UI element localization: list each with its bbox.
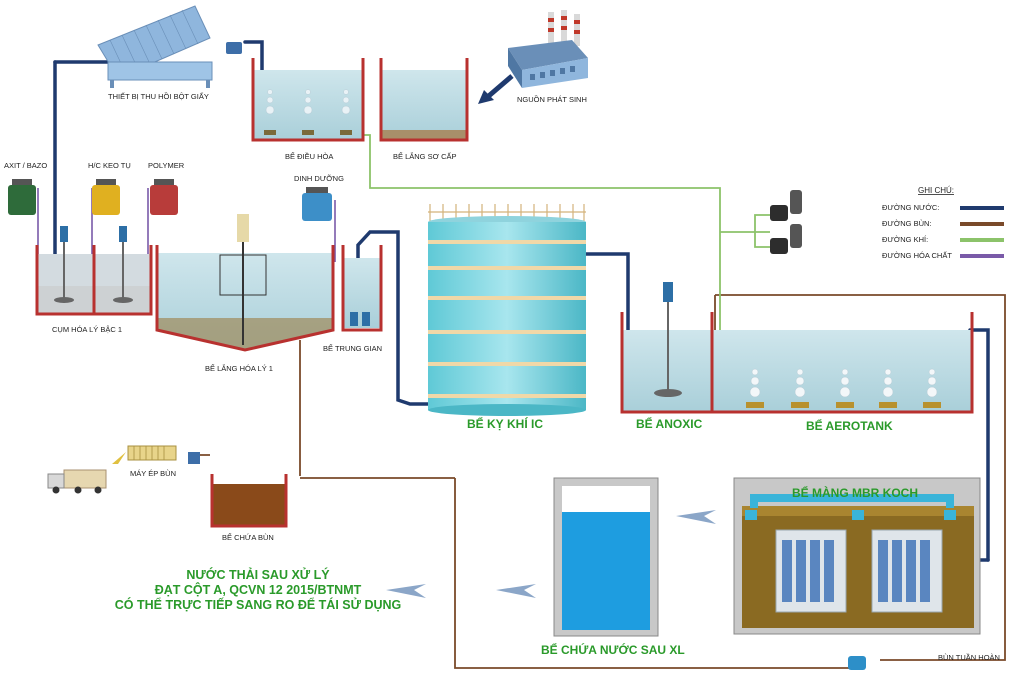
physchem-settling-label: BỂ LẮNG HÓA LÝ 1 [205,364,273,373]
ic-anaerobic-tank: BỂ KỴ KHÍ IC [428,204,586,431]
anoxic-label: BỂ ANOXIC [636,416,703,431]
aeration-bubbles [749,368,938,398]
legend-water-label: ĐƯỜNG NƯỚC: [882,203,939,212]
mbr-tank: BỂ MÀNG MBR KOCH [733,477,981,635]
water-pipes [53,40,990,562]
membrane-module-2 [871,529,943,613]
sludge-tank-label: BỂ CHỨA BÙN [222,533,274,542]
chemical-pipes [37,188,336,262]
air-blowers [770,190,802,254]
legend-chemical-label: ĐƯỜNG HÓA CHẤT [882,250,952,260]
legend-air-swatch [960,238,1004,242]
physchem-settling-tank: BỂ LẮNG HÓA LÝ 1 [155,214,335,373]
membrane-module-1 [775,529,847,613]
legend-chemical-swatch [960,254,1004,258]
filter-press-label: MÁY ÉP BÙN [130,469,176,478]
coagulant-label: H/C KEO TỤ [88,161,131,170]
paper-recovery-label: THIẾT BỊ THU HỒI BỘT GIẤY [108,91,209,101]
flow-arrows [386,510,716,598]
paper-recovery-unit: THIẾT BỊ THU HỒI BỘT GIẤY [97,5,242,101]
nutrient-label: DINH DƯỠNG [294,174,344,183]
polymer-label: POLYMER [148,161,185,170]
primary-settling-tank: BỂ LẮNG SƠ CẤP [379,58,469,161]
treated-water-tank: BỂ CHỨA NƯỚC SAU XL [541,477,685,657]
aerotank-label: BỂ AEROTANK [806,418,893,433]
result-line-2: ĐẠT CỘT A, QCVN 12 2015/BTNMT [155,582,362,597]
result-line-1: NƯỚC THẢI SAU XỬ LÝ [186,567,330,582]
legend-air-label: ĐƯỜNG KHÍ: [882,235,928,244]
acid-base-label: AXIT / BAZO [4,161,47,170]
anoxic-tank: BỂ ANOXIC [620,282,714,431]
treated-tank-label: BỂ CHỨA NƯỚC SAU XL [541,642,685,657]
legend-title: GHI CHÚ: [918,186,954,195]
filter-press: MÁY ÉP BÙN [112,445,200,478]
sludge-tank: BỂ CHỨA BÙN [210,474,288,542]
acid-base-doser: AXIT / BAZO [4,161,47,215]
source-label: NGUỒN PHÁT SINH [517,94,587,104]
sludge-return-label: BÙN TUẦN HOÀN [938,652,1000,662]
legend-water-swatch [960,206,1004,210]
equalization-tank: BỂ ĐIỀU HÒA [251,58,365,161]
physchem-cluster-tanks: CỤM HÓA LÝ BẬC 1 [35,226,153,334]
nutrient-doser: DINH DƯỠNG [294,174,344,221]
truck-icon [47,469,107,494]
return-pump: BÙN TUẦN HOÀN [848,652,1000,670]
mbr-label: BỂ MÀNG MBR KOCH [792,485,918,500]
polymer-doser: POLYMER [148,161,185,215]
physchem-cluster-label: CỤM HÓA LÝ BẬC 1 [52,325,122,334]
coagulant-doser: H/C KEO TỤ [88,161,131,215]
primary-settling-label: BỂ LẮNG SƠ CẤP [393,151,457,161]
result-line-3: CÓ THỂ TRỰC TIẾP SANG RO ĐỂ TÁI SỬ DỤNG [115,597,402,612]
intermediate-label: BỂ TRUNG GIAN [323,344,382,353]
legend: GHI CHÚ: ĐƯỜNG NƯỚC: ĐƯỜNG BÙN: ĐƯỜNG KH… [882,186,1004,260]
ic-tank-label: BỂ KỴ KHÍ IC [467,416,543,431]
legend-sludge-label: ĐƯỜNG BÙN: [882,219,932,228]
result-text: NƯỚC THẢI SAU XỬ LÝ ĐẠT CỘT A, QCVN 12 2… [115,567,402,612]
factory-icon: NGUỒN PHÁT SINH [478,10,588,104]
legend-sludge-swatch [960,222,1004,226]
intermediate-tank: BỂ TRUNG GIAN [323,245,383,353]
aerotank: BỂ AEROTANK [710,312,974,433]
equalization-label: BỂ ĐIỀU HÒA [285,151,333,161]
